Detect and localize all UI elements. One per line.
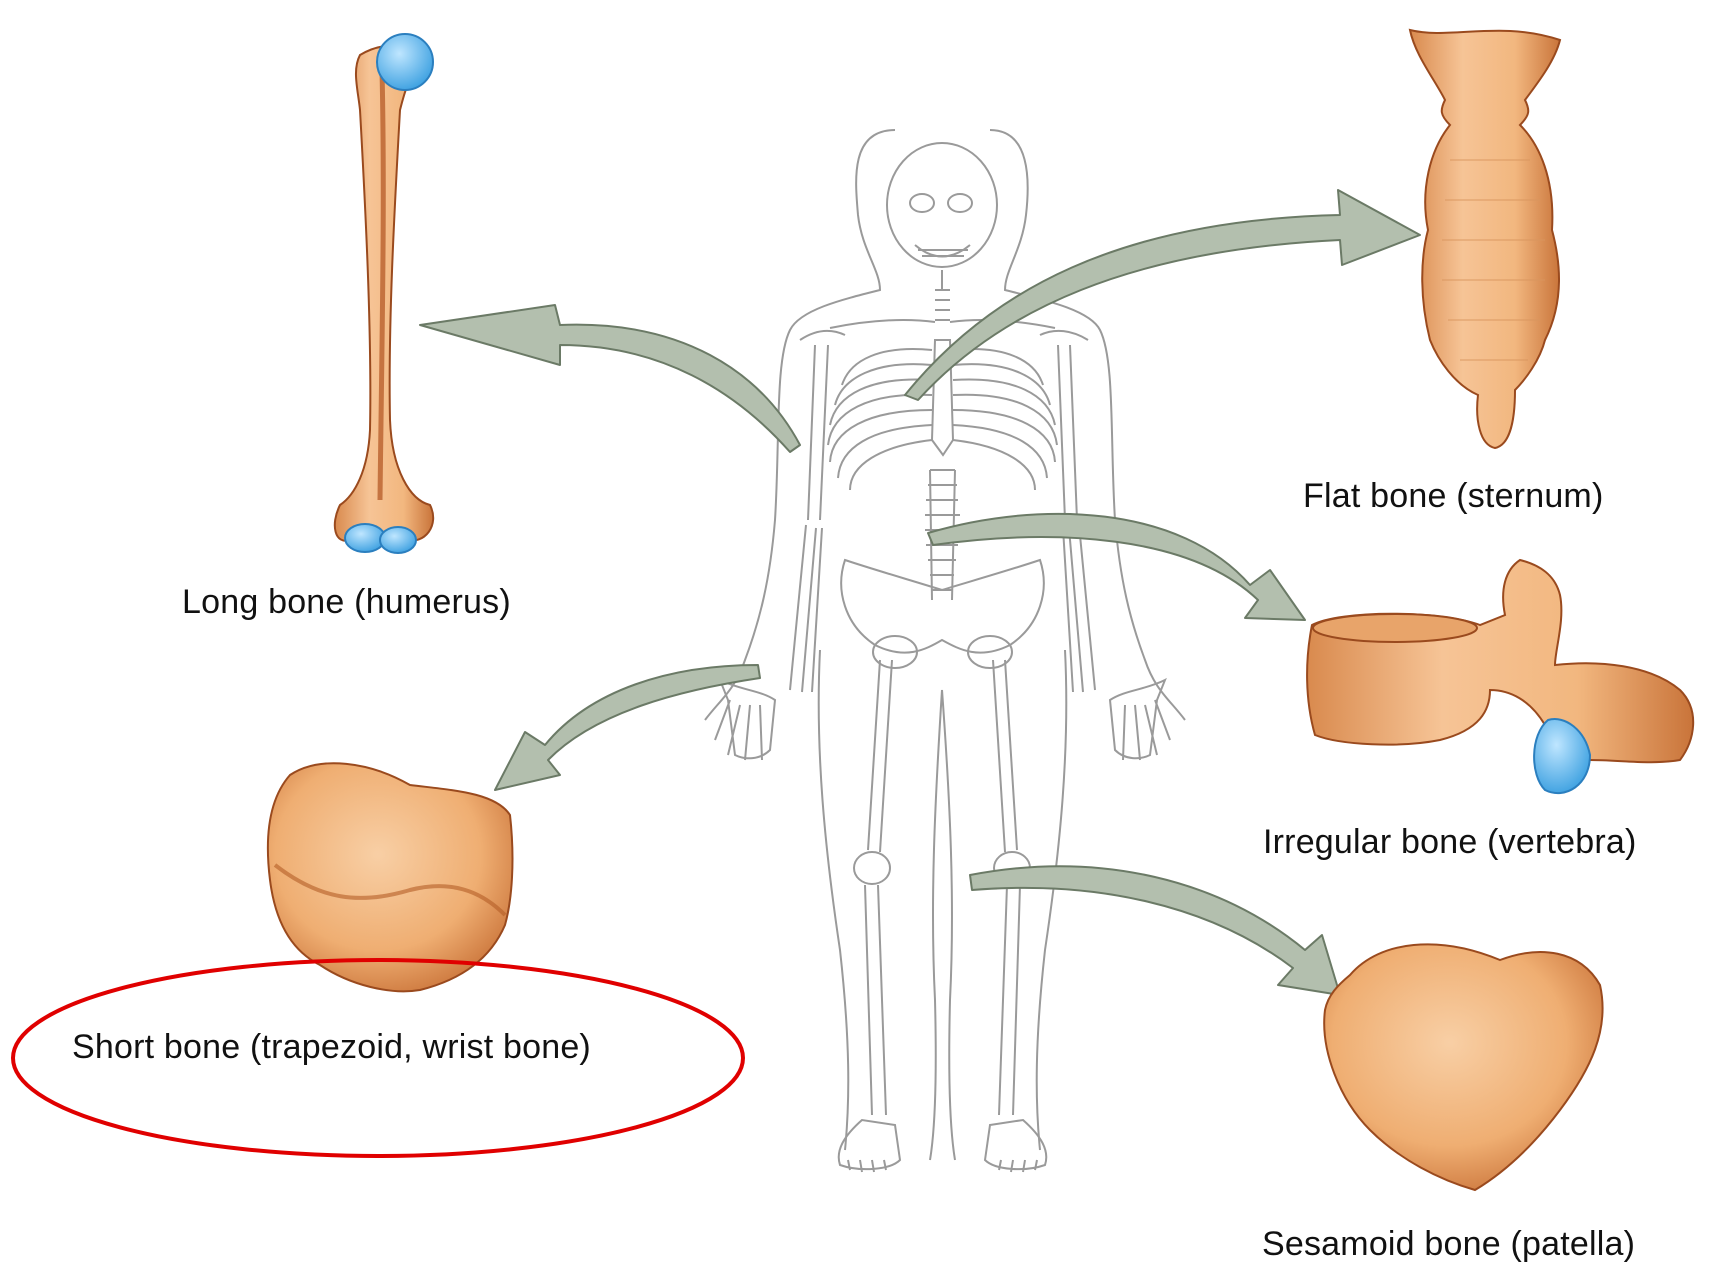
label-flat-bone: Flat bone (sternum) <box>1303 477 1603 516</box>
label-long-bone: Long bone (humerus) <box>182 583 511 622</box>
arrow-to-long-bone <box>420 305 800 452</box>
label-sesamoid-bone: Sesamoid bone (patella) <box>1262 1225 1635 1264</box>
left-knee <box>854 852 890 884</box>
label-irregular-bone: Irregular bone (vertebra) <box>1263 823 1637 862</box>
vertebra-illustration <box>1307 560 1693 793</box>
left-hand <box>715 680 775 760</box>
skeleton-figure <box>705 130 1185 1172</box>
right-foot <box>985 1120 1046 1172</box>
left-foot <box>839 1120 900 1172</box>
humerus-condyle-cartilage-2 <box>380 527 416 553</box>
arrows <box>420 190 1420 995</box>
left-arm-bones <box>790 345 828 692</box>
skull <box>887 143 997 267</box>
arrow-to-flat-bone <box>905 190 1420 400</box>
patella-illustration <box>1324 944 1602 1190</box>
humerus-head-cartilage <box>377 34 433 90</box>
humerus-illustration <box>335 34 433 553</box>
humerus-condyle-cartilage-1 <box>345 524 385 552</box>
trapezoid-illustration <box>268 763 513 991</box>
right-hand <box>1110 680 1170 760</box>
pelvis <box>841 560 1044 653</box>
tibias <box>865 885 1020 1115</box>
femurs <box>868 660 1017 852</box>
arrow-to-sesamoid-bone <box>970 866 1340 995</box>
arrow-to-irregular-bone <box>928 514 1305 620</box>
leg-outline <box>819 650 1067 1160</box>
label-short-bone: Short bone (trapezoid, wrist bone) <box>72 1028 591 1067</box>
sternum-illustration <box>1410 30 1560 448</box>
